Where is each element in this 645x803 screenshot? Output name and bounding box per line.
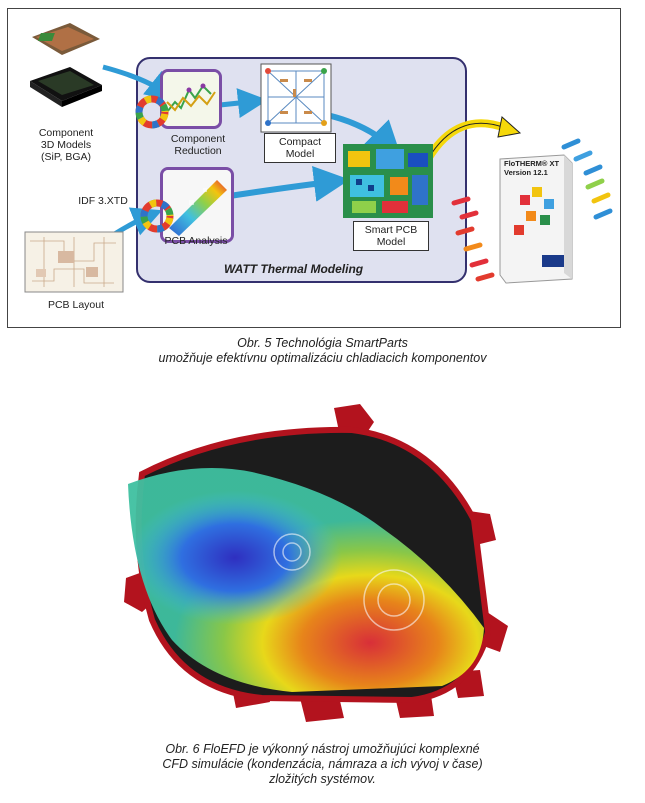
component-reduction-thumbnail	[160, 69, 222, 129]
figure-5-smartparts-diagram: Component 3D Models (SiP, BGA) IDF 3.XTD…	[7, 8, 621, 328]
watt-thermal-modeling-label: WATT Thermal Modeling	[224, 262, 364, 276]
headlamp-cfd-image	[124, 404, 508, 722]
pcb-layout-label: PCB Layout	[47, 299, 105, 311]
flotherm-xt-box-image	[446, 129, 618, 289]
smart-pcb-model-label: Smart PCB Model	[353, 221, 429, 251]
component-models-label: Component 3D Models (SiP, BGA)	[38, 127, 94, 163]
pcb-layout-image	[24, 231, 124, 293]
component-reduction-label: Component Reduction	[170, 133, 226, 157]
component-3d-models-image	[22, 19, 102, 119]
idf-label: IDF 3.XTD	[78, 195, 128, 207]
compact-model-image	[260, 63, 332, 133]
figure-6-caption: Obr. 6 FloEFD je výkonný nástroj umožňuj…	[162, 742, 483, 786]
figure-5-caption: Obr. 5 Technológia SmartParts umožňuje e…	[158, 336, 487, 365]
arrow-models-to-reduction	[102, 64, 176, 102]
arrow-analysis-to-smartpcb	[222, 165, 350, 202]
reduction-cycle-ring-icon	[135, 95, 169, 129]
figure-6-floefd-headlamp-simulation	[112, 400, 512, 730]
analysis-cycle-ring-icon	[140, 199, 174, 233]
flotherm-product-label: FloTHERM® XT Version 12.1	[504, 159, 560, 177]
pcb-analysis-thumbnail	[160, 167, 234, 243]
pcb-analysis-label: PCB Analysis	[164, 235, 228, 247]
smart-pcb-image	[342, 143, 434, 219]
arrow-reduction-to-compact	[219, 88, 268, 119]
compact-model-label: Compact Model	[264, 133, 336, 163]
